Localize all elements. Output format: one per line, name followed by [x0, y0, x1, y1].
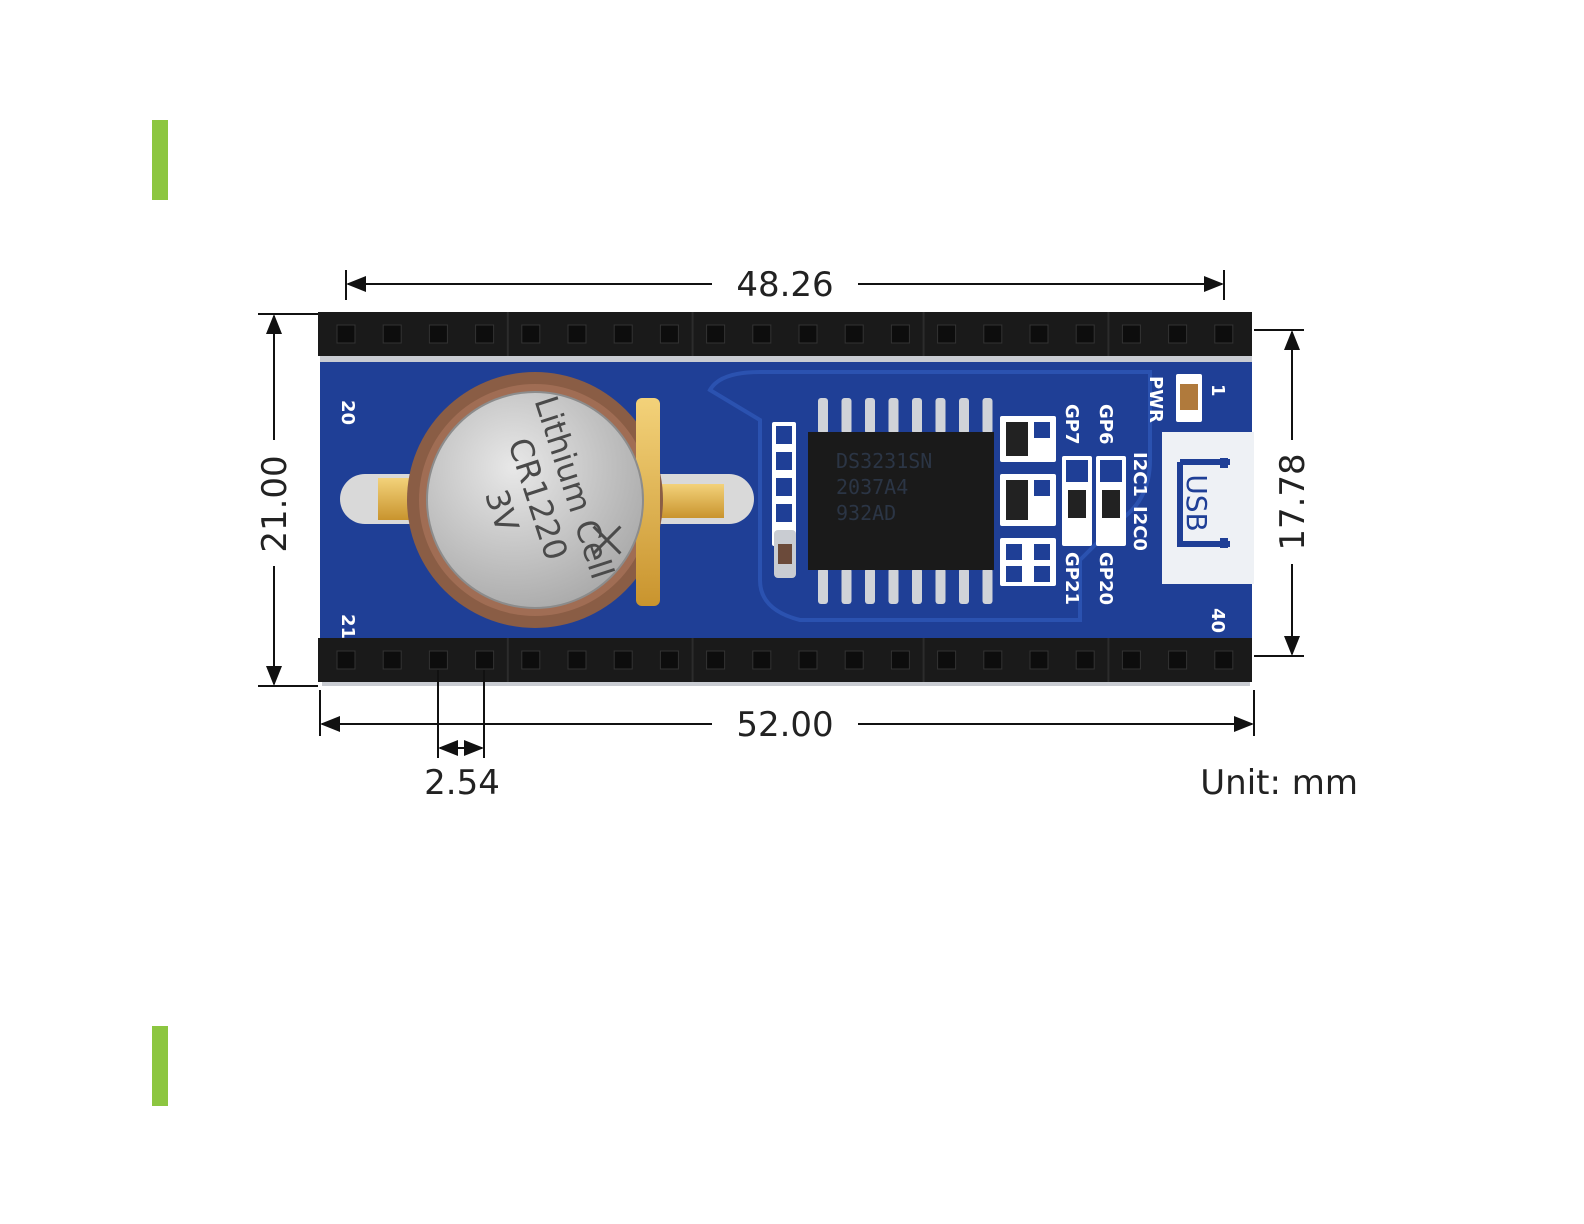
dimension-top-width: 48.26	[346, 265, 1224, 305]
dimension-bottom-width: 52.00	[320, 690, 1254, 745]
header-pin	[383, 651, 401, 669]
header-pin	[568, 651, 586, 669]
header-pin	[799, 651, 817, 669]
header-pin	[660, 325, 678, 343]
dimension-pin-pitch: 2.54	[424, 670, 500, 803]
header-pin	[1122, 325, 1140, 343]
chip-leg	[818, 398, 828, 434]
header-pin	[799, 325, 817, 343]
header-pin	[429, 651, 447, 669]
pin-label-1: 1	[1207, 384, 1228, 397]
header-pin	[984, 325, 1002, 343]
header-pin	[938, 325, 956, 343]
chip-leg	[889, 568, 899, 604]
dim-label-2-54: 2.54	[424, 763, 500, 803]
header-pin	[1215, 651, 1233, 669]
header-pin	[753, 325, 771, 343]
dimension-left-height: 21.00	[255, 314, 318, 686]
header-pin	[753, 651, 771, 669]
chip-leg	[912, 568, 922, 604]
dim-label-48-26: 48.26	[736, 265, 833, 305]
header-pin	[476, 651, 494, 669]
chip-leg	[865, 398, 875, 434]
header-pin	[891, 651, 909, 669]
header-pin	[891, 325, 909, 343]
header-pin	[1030, 325, 1048, 343]
header-pin	[845, 651, 863, 669]
chip-leg	[983, 398, 993, 434]
gp21-label: GP21	[1061, 552, 1082, 605]
chip-leg	[842, 398, 852, 434]
chip-leg	[936, 568, 946, 604]
header-pin	[1215, 325, 1233, 343]
header-pin	[707, 651, 725, 669]
pin-label-40: 40	[1207, 608, 1228, 633]
chip-leg	[983, 568, 993, 604]
header-pin	[337, 651, 355, 669]
header-pin	[476, 325, 494, 343]
header-pin	[383, 325, 401, 343]
header-pin	[1076, 651, 1094, 669]
dim-label-17-78: 17.78	[1273, 453, 1313, 550]
header-pin	[522, 325, 540, 343]
header-pin	[938, 651, 956, 669]
chip-text-line2: 2037A4	[836, 475, 908, 499]
gp7-label: GP7	[1061, 404, 1082, 445]
dim-label-21-00: 21.00	[255, 455, 295, 552]
usb-connector: USB	[1162, 432, 1254, 584]
header-pin	[429, 325, 447, 343]
chip-leg	[818, 568, 828, 604]
header-pin	[568, 325, 586, 343]
gp20-label: GP20	[1095, 552, 1116, 605]
header-bottom	[318, 638, 1252, 682]
header-pin	[1169, 651, 1187, 669]
chip-leg	[959, 398, 969, 434]
pin-label-20: 20	[337, 400, 358, 425]
dim-label-52-00: 52.00	[736, 705, 833, 745]
chip-text-line1: DS3231SN	[836, 449, 932, 473]
dimension-right-height: 17.78	[1254, 330, 1313, 656]
header-pin	[660, 651, 678, 669]
chip-leg	[936, 398, 946, 434]
header-top	[318, 312, 1252, 356]
header-pin	[522, 651, 540, 669]
header-pin	[614, 651, 632, 669]
header-pin	[337, 325, 355, 343]
chip-leg	[889, 398, 899, 434]
header-pin	[707, 325, 725, 343]
header-pin	[1122, 651, 1140, 669]
unit-label: Unit: mm	[1200, 763, 1358, 803]
header-pin	[614, 325, 632, 343]
header-pin	[1030, 651, 1048, 669]
chip-text-line3: 932AD	[836, 501, 896, 525]
i2c0-label: I2C0	[1129, 506, 1150, 551]
chip-leg	[842, 568, 852, 604]
pwr-label: PWR	[1145, 376, 1166, 423]
gp6-label: GP6	[1095, 404, 1116, 445]
usb-label: USB	[1180, 474, 1213, 531]
i2c1-label: I2C1	[1129, 452, 1150, 497]
header-pin	[984, 651, 1002, 669]
header-pin	[1169, 325, 1187, 343]
chip-leg	[865, 568, 875, 604]
header-pin	[1076, 325, 1094, 343]
chip-leg	[959, 568, 969, 604]
header-pin	[845, 325, 863, 343]
chip-leg	[912, 398, 922, 434]
coin-cell-battery: Lithium Cell CR1220 3V	[427, 391, 643, 608]
pin-label-21: 21	[337, 614, 358, 639]
